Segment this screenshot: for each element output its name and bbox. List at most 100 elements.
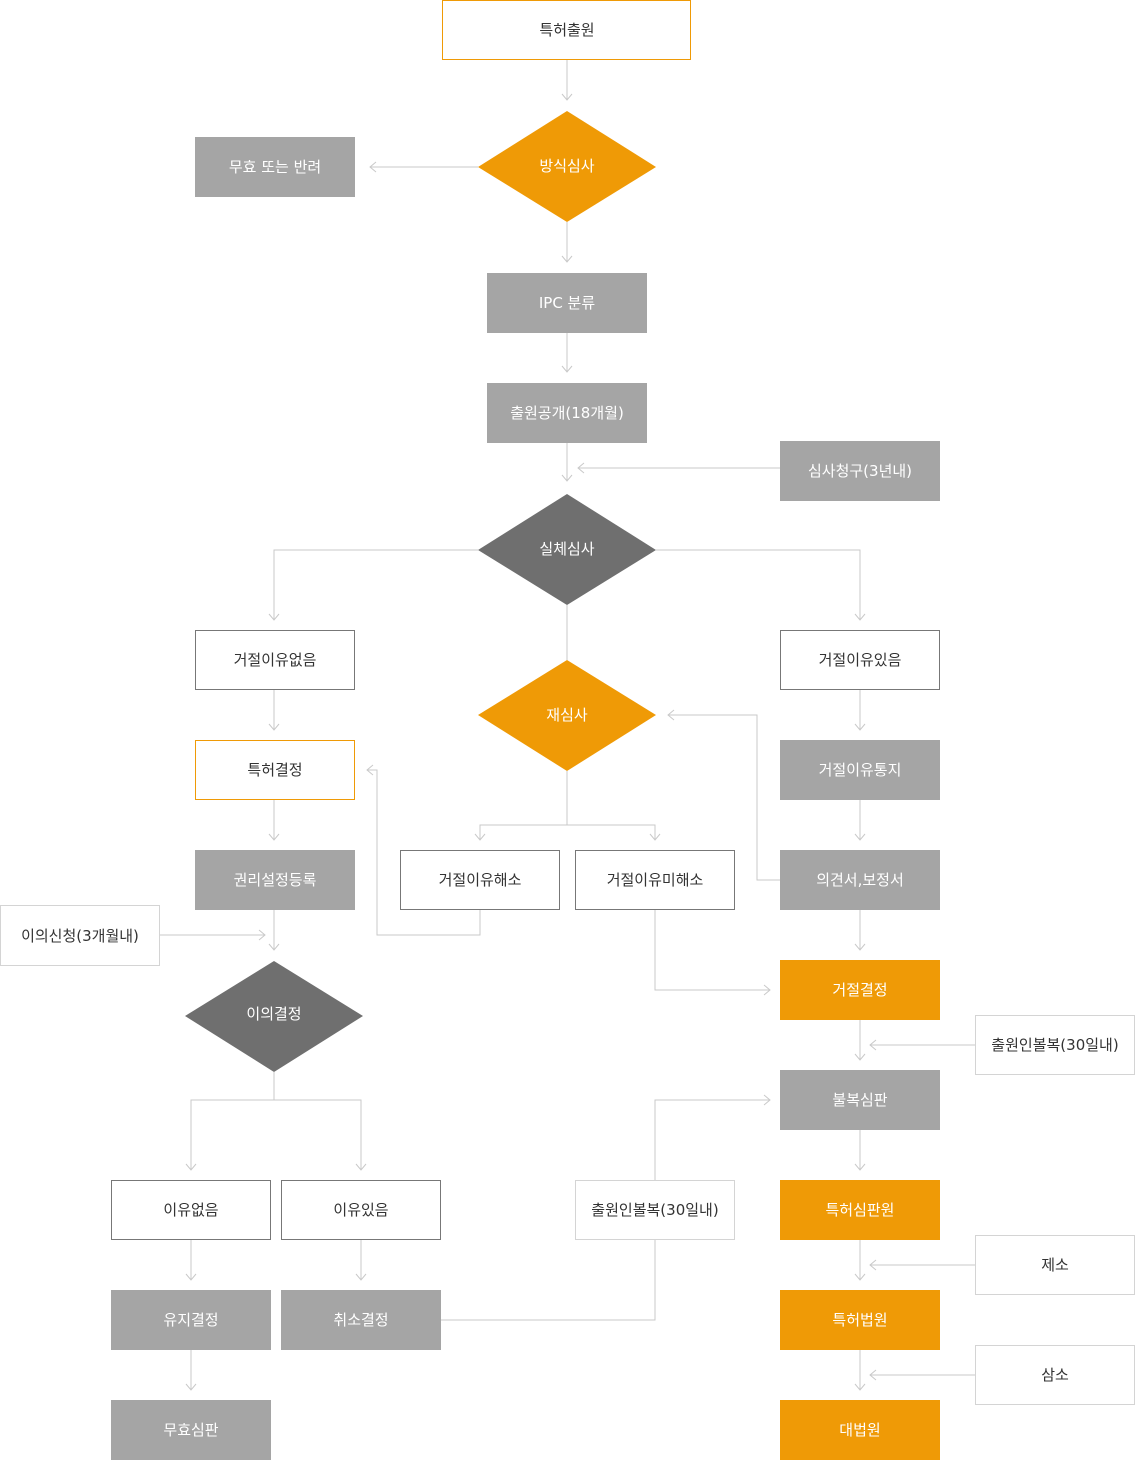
node-publication: 출원공개(18개월): [487, 383, 647, 443]
node-maintenance-decision: 유지결정: [111, 1290, 271, 1350]
arrow-down-tribunal: [854, 1163, 866, 1171]
node-appeal-applicant-right: 출원인볼복(30일내): [975, 1015, 1135, 1075]
node-appeal-trial: 불복심판: [780, 1070, 940, 1130]
node-label: 거절이유없음: [234, 651, 317, 669]
node-label: 거절결정: [832, 981, 887, 999]
arrow-down-formal: [561, 93, 573, 101]
connector-appeal-mid-to-trial: [654, 1099, 770, 1180]
arrow-left-suit: [869, 1259, 877, 1271]
arrow-down-notice: [854, 723, 866, 731]
node-label: 특허결정: [247, 761, 302, 779]
arrow-right-trial: [763, 1094, 771, 1106]
arrow-down-substantive: [561, 474, 573, 482]
arrow-right-opposition-filing: [258, 929, 266, 941]
node-label: 거절이유통지: [819, 761, 902, 779]
node-rights-registration: 권리설정등록: [195, 850, 355, 910]
node-label: 불복심판: [832, 1091, 887, 1109]
node-label: 이유있음: [333, 1201, 388, 1219]
arrow-left-supreme-appeal: [869, 1369, 877, 1381]
arrow-down-maintenance: [185, 1273, 197, 1281]
node-no-rejection-reason: 거절이유없음: [195, 630, 355, 690]
arrow-down-court: [854, 1273, 866, 1281]
node-rejection-resolved: 거절이유해소: [400, 850, 560, 910]
arrow-right-rejection-decision: [763, 984, 771, 996]
connector-reexam-branch-right: [567, 824, 656, 840]
connector-cancellation-to-appeal: [441, 1240, 656, 1321]
arrow-down-no-grounds: [185, 1163, 197, 1171]
node-label: 이유없음: [163, 1201, 218, 1219]
node-label: 권리설정등록: [234, 871, 317, 889]
arrow-down-grounds: [355, 1163, 367, 1171]
node-examination-request: 심사청구(3년내): [780, 441, 940, 501]
node-opposition-filing: 이의신청(3개월내): [0, 905, 160, 966]
connectors: [160, 60, 975, 1390]
connector-substantive-to-rejection: [656, 549, 861, 620]
node-rejection-notice: 거절이유통지: [780, 740, 940, 800]
node-invalidation-trial: 무효심판: [111, 1400, 271, 1460]
arrow-down-unresolved: [649, 833, 661, 841]
arrow-down-supreme: [854, 1383, 866, 1391]
node-opinion-amendment: 의견서,보정서: [780, 850, 940, 910]
node-ip-tribunal: 특허심판원: [780, 1180, 940, 1240]
node-reexamination: 재심사: [478, 660, 656, 771]
connector-unresolved-to-rejection-decision: [654, 910, 770, 991]
arrow-down-opposition: [268, 943, 280, 951]
node-label: 의견서,보정서: [816, 871, 904, 889]
node-label: 대법원: [839, 1421, 880, 1439]
node-label: 무효 또는 반려: [229, 158, 321, 176]
node-cancellation-decision: 취소결정: [281, 1290, 441, 1350]
node-label: IPC 분류: [539, 294, 596, 312]
node-supreme-appeal: 삼소: [975, 1345, 1135, 1405]
arrow-down-rejection-decision: [854, 943, 866, 951]
node-patent-court: 특허법원: [780, 1290, 940, 1350]
arrow-down-cancellation: [355, 1273, 367, 1281]
node-rejection-decision: 거절결정: [780, 960, 940, 1020]
arrow-down-ipc: [561, 255, 573, 263]
connector-opposition-branches: [190, 1072, 275, 1170]
arrow-left-reexam: [667, 709, 675, 721]
node-label: 재심사: [546, 706, 588, 724]
arrow-down-opinion: [854, 833, 866, 841]
arrow-left-invalid: [369, 161, 377, 173]
node-label: 출원인볼복(30일내): [591, 1201, 718, 1219]
arrow-left-request: [577, 462, 585, 474]
node-label: 이의결정: [246, 1005, 301, 1023]
node-label: 특허출원: [539, 21, 594, 39]
node-invalid-or-return: 무효 또는 반려: [195, 137, 355, 197]
arrow-left-appeal-right: [869, 1039, 877, 1051]
node-substantive-examination: 실체심사: [478, 494, 656, 605]
connector-substantive-to-no-rejection: [273, 549, 478, 620]
connector-opinion-to-reexam: [668, 714, 780, 881]
node-grounds-exist: 이유있음: [281, 1180, 441, 1240]
arrow-left-patent-decision: [366, 764, 374, 776]
node-label: 삼소: [1041, 1366, 1069, 1384]
node-filing-suit: 제소: [975, 1235, 1135, 1295]
node-label: 출원인볼복(30일내): [991, 1036, 1118, 1054]
node-label: 방식심사: [539, 157, 594, 175]
node-supreme-court: 대법원: [780, 1400, 940, 1460]
node-label: 이의신청(3개월내): [21, 927, 139, 945]
node-label: 거절이유미해소: [607, 871, 704, 889]
node-label: 거절이유해소: [439, 871, 522, 889]
node-ipc-classification: IPC 분류: [487, 273, 647, 333]
node-label: 유지결정: [163, 1311, 218, 1329]
arrow-down-trial: [854, 1053, 866, 1061]
arrow-down-rejection: [854, 613, 866, 621]
arrow-down-no-rejection: [268, 613, 280, 621]
node-label: 특허심판원: [825, 1201, 894, 1219]
node-no-grounds: 이유없음: [111, 1180, 271, 1240]
node-label: 제소: [1041, 1256, 1069, 1274]
node-patent-decision: 특허결정: [195, 740, 355, 800]
node-appeal-applicant-mid: 출원인볼복(30일내): [575, 1180, 735, 1240]
node-formal-examination: 방식심사: [478, 111, 656, 222]
connector-resolved-to-patent-decision: [367, 769, 481, 936]
node-label: 취소결정: [333, 1311, 388, 1329]
connector-reexam-branches: [479, 771, 568, 840]
node-rejection-unresolved: 거절이유미해소: [575, 850, 735, 910]
arrow-down-patent-decision: [268, 723, 280, 731]
node-opposition-decision: 이의결정: [185, 961, 363, 1072]
node-label: 무효심판: [163, 1421, 218, 1439]
node-rejection-reason-exists: 거절이유있음: [780, 630, 940, 690]
connector-opposition-branch-right: [274, 1099, 362, 1170]
node-label: 특허법원: [832, 1311, 887, 1329]
